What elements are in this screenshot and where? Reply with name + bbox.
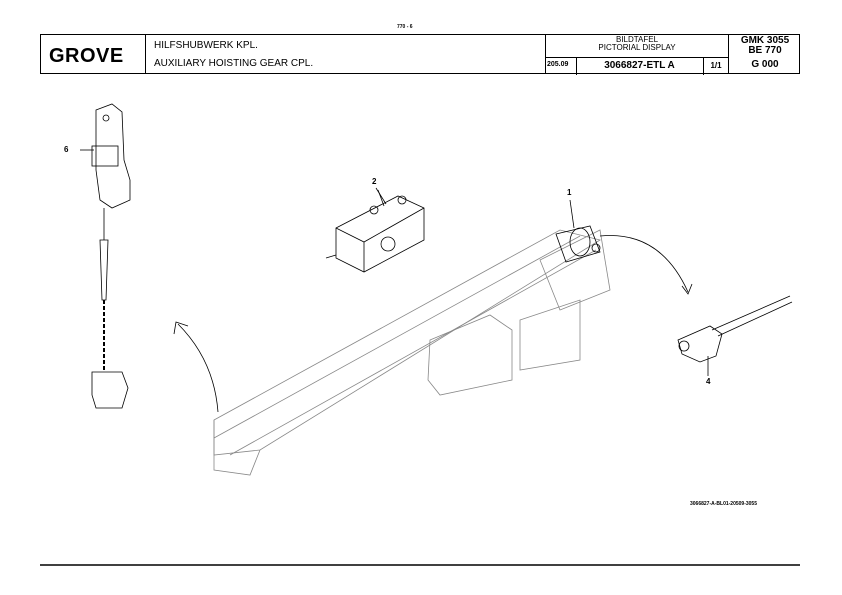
group: G 000 [751,59,779,70]
arrow-winch-to-rope [599,235,689,293]
winch [555,225,601,263]
plate-cell: BILDTAFEL PICTORIAL DISPLAY 205.09 30668… [546,35,729,75]
hook-assembly [80,103,131,409]
sheet-number: 1/1 [710,61,722,70]
title-german: HILFSHUBWERK KPL. [154,40,258,51]
arrowhead [681,283,693,295]
date: 205.09 [547,61,569,68]
series: BE 770 [748,45,782,56]
logo-cell: GROVE [41,35,146,73]
divider [576,58,577,75]
divider [703,58,704,75]
rope-end-fitting [677,295,793,376]
arrowhead [173,321,189,335]
callout-6: 6 [64,145,69,154]
title-block: GROVE HILFSHUBWERK KPL. AUXILIARY HOISTI… [40,34,801,75]
title-cell: HILFSHUBWERK KPL. AUXILIARY HOISTING GEA… [146,35,546,73]
crane-body [213,229,611,476]
model-cell: GMK 3055 BE 770 G 000 [729,35,801,73]
valve-block [325,187,425,273]
plate-label-german: BILDTAFEL [615,35,659,44]
plate-label-english: PICTORIAL DISPLAY [598,43,676,52]
model: GMK 3055 [740,35,790,46]
part-number: 3066827-ETL A [604,60,675,71]
leader-line [569,199,575,229]
page-reference: 770 - 6 [397,24,413,30]
callout-2: 2 [372,177,377,186]
drawing-reference: 3066827-A-BL01-20509-3055 [690,501,757,507]
leader-line [377,189,385,207]
arrow-boom-to-hook [177,323,219,413]
plate-bottom-row: 205.09 3066827-ETL A 1/1 [546,57,728,75]
callout-4: 4 [706,377,711,386]
callout-1: 1 [567,188,572,197]
grove-logo: GROVE [49,45,124,67]
title-english: AUXILIARY HOISTING GEAR CPL. [154,58,314,69]
